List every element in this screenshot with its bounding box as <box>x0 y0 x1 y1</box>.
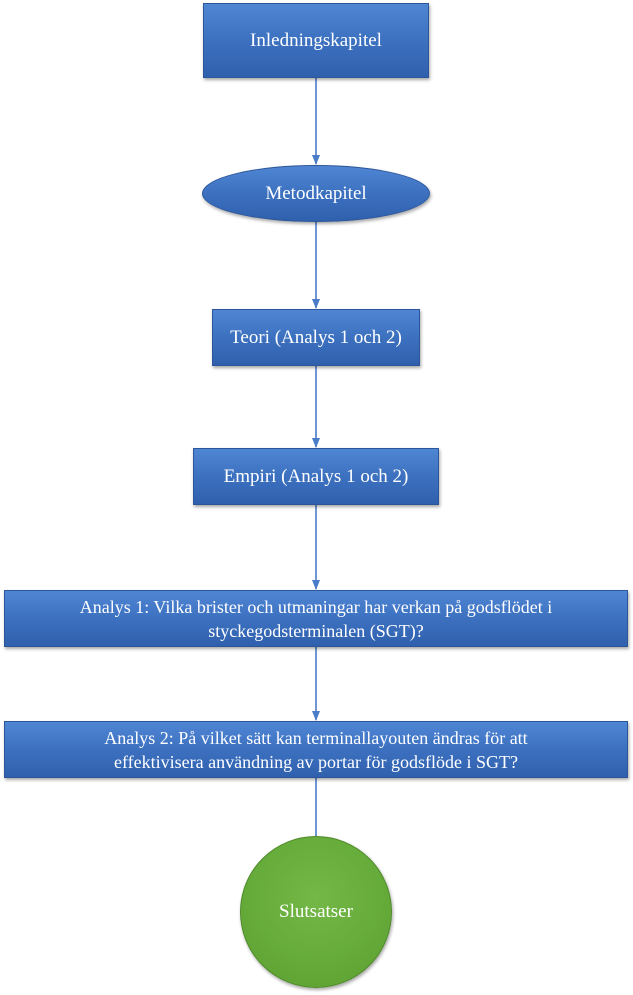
node-intro-chapter: Inledningskapitel <box>203 3 429 78</box>
node-method-label: Metodkapitel <box>265 182 367 204</box>
node-method-chapter: Metodkapitel <box>202 165 430 222</box>
node-analysis-2: Analys 2: På vilket sätt kan terminallay… <box>4 721 628 778</box>
node-analysis-2-line-1: Analys 2: På vilket sätt kan terminallay… <box>104 727 528 748</box>
node-analysis-2-label: Analys 2: På vilket sätt kan terminallay… <box>96 726 535 774</box>
node-theory: Teori (Analys 1 och 2) <box>212 309 420 366</box>
node-analysis-1: Analys 1: Vilka brister och utmaningar h… <box>4 590 628 647</box>
node-empirics-label: Empiri (Analys 1 och 2) <box>223 465 409 487</box>
node-analysis-2-line-2: effektivisera användning av portar för g… <box>113 751 519 772</box>
node-theory-label: Teori (Analys 1 och 2) <box>230 326 402 348</box>
node-empirics: Empiri (Analys 1 och 2) <box>193 448 439 505</box>
node-analysis-1-line-1: Analys 1: Vilka brister och utmaningar h… <box>79 596 553 617</box>
node-intro-label: Inledningskapitel <box>250 29 382 51</box>
node-conclusions: Slutsatser <box>240 836 392 988</box>
node-conclusions-label: Slutsatser <box>279 901 353 922</box>
node-analysis-1-label: Analys 1: Vilka brister och utmaningar h… <box>72 595 560 643</box>
node-analysis-1-line-2: styckegodsterminalen (SGT)? <box>208 620 424 641</box>
